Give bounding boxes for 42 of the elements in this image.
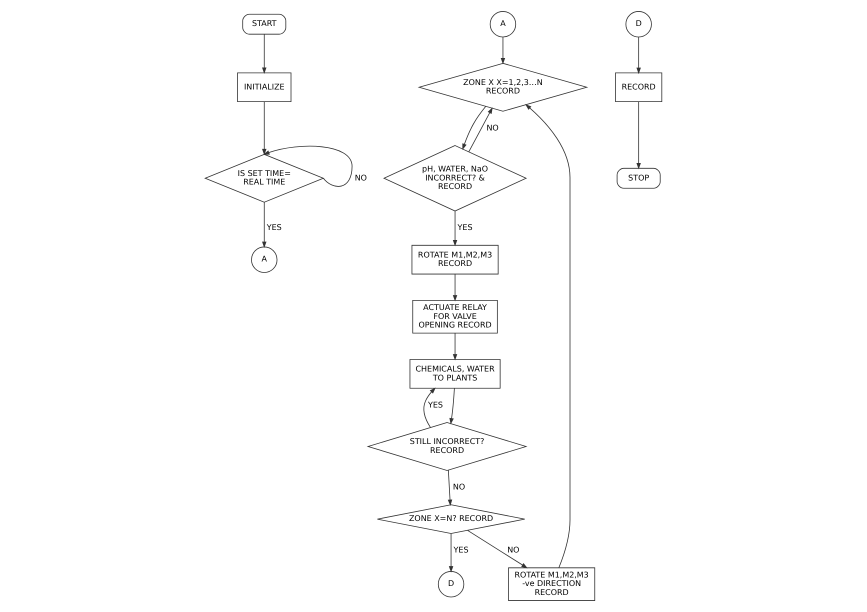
arrow <box>452 274 458 302</box>
node-diamond: IS SET TIME= REAL TIME <box>204 154 324 203</box>
arrow <box>448 533 454 573</box>
arrow <box>500 36 506 64</box>
node-circle: D <box>438 571 464 598</box>
edge-label: YES <box>458 223 473 232</box>
node-box: ROTATE M1,M2,M3 RECORD <box>412 244 499 274</box>
node-diamond: ZONE X=N? RECORD <box>376 504 526 534</box>
edge-label: YES <box>428 400 443 410</box>
edge-label: YES <box>266 223 282 232</box>
edge-label: NO <box>507 546 520 555</box>
node-circle: A <box>490 11 516 38</box>
arrow <box>262 101 266 156</box>
arrow <box>262 202 266 248</box>
node-circle: A <box>251 246 278 273</box>
node-circle: D <box>625 11 652 38</box>
arrow <box>636 101 641 170</box>
node-box: STOP <box>616 168 661 189</box>
arrow <box>468 107 493 152</box>
arrow <box>462 106 486 150</box>
node-diamond: STILL INCORRECT? RECORD <box>366 422 528 471</box>
arrow <box>263 146 352 187</box>
edge-label: NO <box>486 123 499 132</box>
node-box: ROTATE M1,M2,M3 -ve DIRECTION RECORD <box>508 567 596 601</box>
arrow <box>423 387 436 428</box>
node-box: ACTUATE RELAY FOR VALVE OPENING RECORD <box>412 300 498 334</box>
edge-label: NO <box>354 173 367 182</box>
edge-label: YES <box>454 546 469 555</box>
node-box: CHEMICALS, WATER TO PLANTS <box>410 359 501 389</box>
arrow <box>525 104 570 568</box>
arrow <box>262 34 266 74</box>
arrow <box>449 388 455 425</box>
node-box: INITIALIZE <box>237 72 292 102</box>
arrow <box>452 210 458 246</box>
arrow <box>448 470 452 506</box>
edge-label: NO <box>452 482 466 492</box>
node-box: START <box>242 14 286 35</box>
arrow <box>452 332 458 361</box>
arrow <box>636 36 641 74</box>
node-box: RECORD <box>615 72 662 102</box>
arrow <box>467 530 528 568</box>
node-diamond: pH, WATER, NaO INCORRECT? & RECORD <box>383 145 528 212</box>
